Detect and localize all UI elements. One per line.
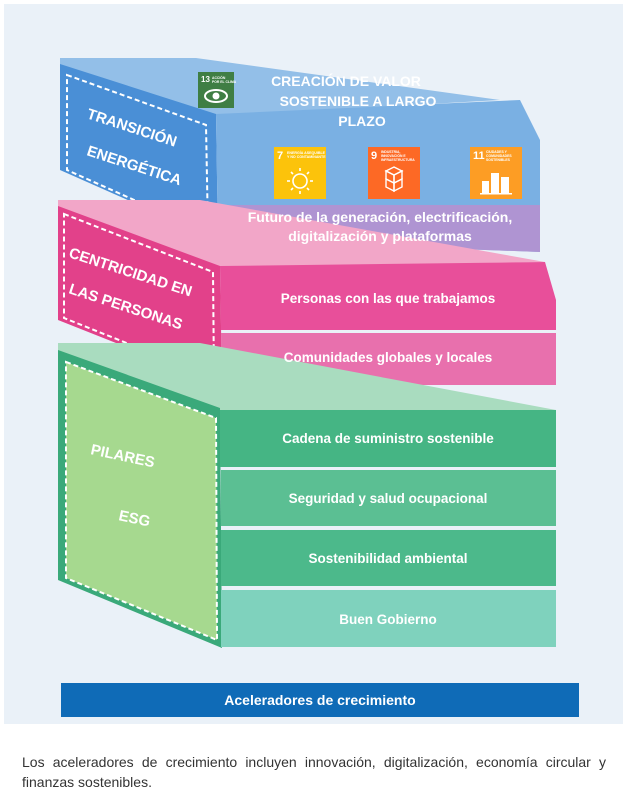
top-heading-line-2: SOSTENIBLE A LARGO bbox=[280, 93, 437, 109]
sdg-badge-7: 7 ENERGÍA ASEQUIBLE Y NO CONTAMINANTE bbox=[274, 147, 326, 199]
sdg-7-tile bbox=[274, 147, 326, 199]
layer-seguridad: Seguridad y salud ocupacional bbox=[289, 491, 488, 506]
green-dashed-frame bbox=[65, 360, 219, 642]
green-front-1 bbox=[220, 410, 556, 467]
blue-side-face bbox=[60, 64, 218, 240]
sdg-11-text-2: COMUNIDADES bbox=[486, 154, 512, 158]
pink-top-face bbox=[58, 200, 545, 268]
layer-personas: Personas con las que trabajamos bbox=[281, 291, 496, 306]
top-heading: CREACIÓN DE VALOR SOSTENIBLE A LARGO PLA… bbox=[271, 72, 436, 129]
green-front-2 bbox=[221, 470, 556, 526]
sun-icon bbox=[287, 168, 313, 194]
green-top-face bbox=[58, 343, 556, 410]
sdg-9-number: 9 bbox=[371, 150, 377, 162]
sdg-13-number: 13 bbox=[201, 75, 210, 84]
footnote: Los aceleradores de crecimiento incluyen… bbox=[22, 754, 606, 790]
sdg-7-text-2: Y NO CONTAMINANTE bbox=[287, 155, 326, 159]
sdg-7-number: 7 bbox=[277, 150, 283, 162]
pink-block bbox=[58, 200, 556, 385]
sdg-badge-11: 11 CIUDADES Y COMUNIDADES SOSTENIBLES bbox=[470, 147, 522, 199]
sdg-badge-13: 13 ACCIÓN POR EL CLIMA bbox=[198, 72, 237, 108]
layer-comunidades: Comunidades globales y locales bbox=[284, 350, 493, 365]
sdg-9-text-1: INDUSTRIA, bbox=[381, 150, 400, 154]
cubes-icon bbox=[384, 166, 404, 193]
top-heading-line-1: CREACIÓN DE VALOR bbox=[271, 72, 421, 89]
sdg-7-text-1: ENERGÍA ASEQUIBLE bbox=[287, 150, 326, 155]
sdg-11-number: 11 bbox=[473, 150, 485, 162]
sdg-9-text-3: INFRAESTRUCTURA bbox=[381, 158, 415, 162]
layer-ambiental: Sostenibilidad ambiental bbox=[308, 551, 467, 566]
pink-side-face bbox=[58, 206, 222, 385]
pillar-esg-line-2: ESG bbox=[117, 507, 152, 530]
layer-futuro-line-1: Futuro de la generación, electrificación… bbox=[248, 209, 513, 225]
layer-futuro-line-2: digitalización y plataformas bbox=[288, 228, 472, 244]
green-light-panel bbox=[66, 362, 217, 640]
blue-dashed-frame bbox=[66, 73, 210, 235]
layer-gobierno: Buen Gobierno bbox=[339, 612, 437, 627]
sdg-11-text-1: CIUDADES Y bbox=[486, 150, 508, 154]
sdg-13-text-1: ACCIÓN bbox=[212, 75, 226, 80]
top-heading-line-3: PLAZO bbox=[338, 113, 386, 129]
sdg-13-text-2: POR EL CLIMA bbox=[212, 80, 237, 84]
city-icon bbox=[480, 173, 512, 195]
green-block bbox=[58, 343, 556, 648]
sdg-11-text-3: SOSTENIBLES bbox=[486, 158, 511, 162]
eye-globe-icon bbox=[204, 89, 228, 103]
accelerators-bar: Aceleradores de crecimiento bbox=[61, 683, 579, 717]
green-front-3 bbox=[221, 530, 556, 586]
layer-cadena: Cadena de suministro sostenible bbox=[282, 431, 494, 446]
sdg-9-text-2: INNOVACIÓN E bbox=[381, 153, 406, 158]
green-front-4 bbox=[221, 590, 556, 647]
sdg-badge-9: 9 INDUSTRIA, INNOVACIÓN E INFRAESTRUCTUR… bbox=[368, 147, 420, 199]
pink-front-upper bbox=[220, 262, 556, 330]
